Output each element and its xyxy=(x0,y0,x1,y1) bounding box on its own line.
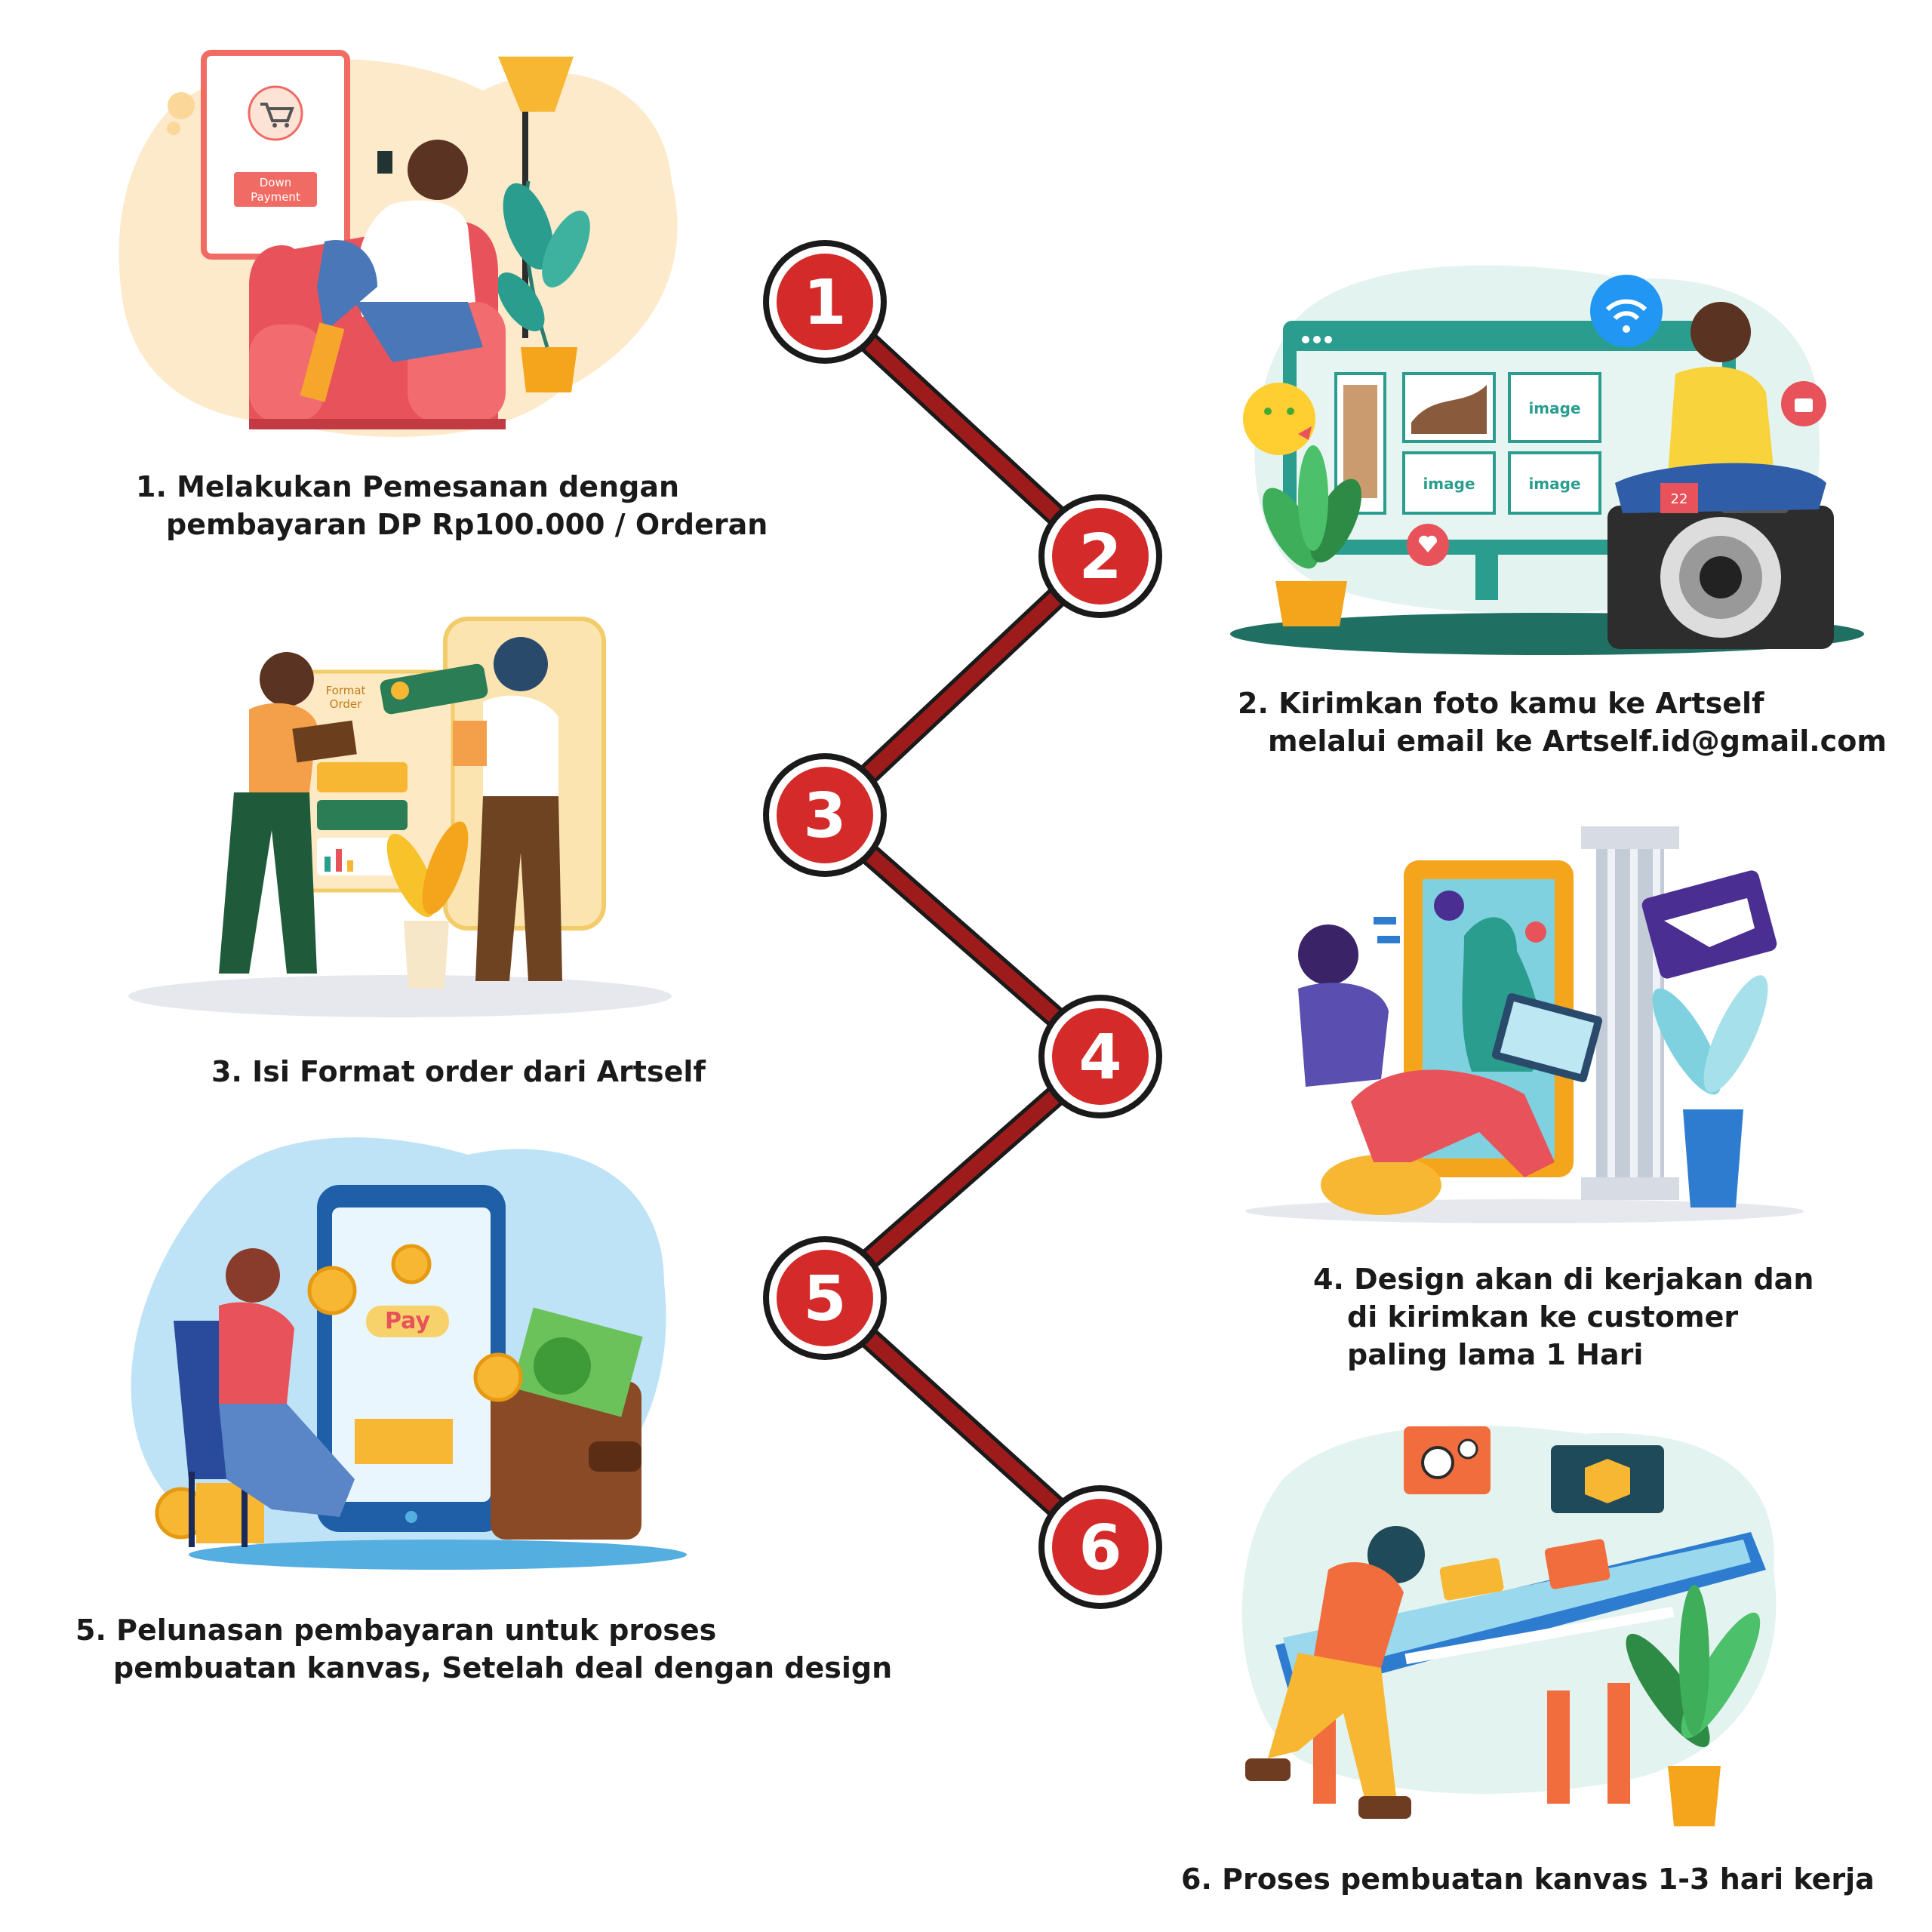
illustration-design xyxy=(1245,826,1804,1223)
step-node-2-number: 2 xyxy=(1078,521,1121,593)
box-icon xyxy=(1585,1459,1630,1503)
format-order-label-1: Format xyxy=(326,684,366,697)
connector-2-3 xyxy=(817,549,1108,823)
step-2-line-1: 2. Kirimkan foto kamu ke Artself xyxy=(1238,687,1764,720)
image-label-3: image xyxy=(1528,475,1580,493)
illustration-order-down-payment: Down Payment xyxy=(118,50,678,438)
down-payment-label-2: Payment xyxy=(251,190,300,204)
step-node-4-number: 4 xyxy=(1078,1022,1121,1094)
step-4-caption: 4. Design akan di kerjakan dan di kirimk… xyxy=(1313,1260,1814,1374)
step-1-line-1: 1. Melakukan Pemesanan dengan xyxy=(136,470,680,503)
cart-icon xyxy=(260,103,294,122)
image-label-2: image xyxy=(1423,475,1475,493)
step-6-line-1: 6. Proses pembuatan kanvas 1-3 hari kerj… xyxy=(1181,1863,1875,1896)
step-node-6-number: 6 xyxy=(1078,1512,1121,1584)
coin-icon-1 xyxy=(307,1266,357,1315)
gear-icon xyxy=(1421,1446,1454,1479)
step-node-1-number: 1 xyxy=(803,267,846,339)
step-5-caption: 5. Pelunasan pembayaran untuk proses pem… xyxy=(75,1611,892,1687)
step-node-5-number: 5 xyxy=(803,1263,846,1335)
step-node-1: 1 xyxy=(763,240,887,364)
wifi-icon xyxy=(1590,275,1663,347)
illustration-payment: Pay xyxy=(131,1137,687,1570)
step-2-caption: 2. Kirimkan foto kamu ke Artself melalui… xyxy=(1238,685,1887,760)
dollar-icon xyxy=(534,1337,591,1395)
step-node-3: 3 xyxy=(763,753,887,877)
step-2-line-2: melalui email ke Artself.id@gmail.com xyxy=(1268,724,1887,758)
step-1-line-2: pembayaran DP Rp100.000 / Orderan xyxy=(166,508,768,541)
pay-label: Pay xyxy=(385,1308,431,1334)
coin-icon-2 xyxy=(391,1244,432,1284)
illustration-canvas-production xyxy=(1241,1425,1777,1826)
image-label-1: image xyxy=(1528,399,1580,417)
illustration-send-photo: image image image xyxy=(1230,265,1864,655)
step-node-6: 6 xyxy=(1038,1485,1162,1609)
connector-5-6 xyxy=(817,1291,1108,1555)
step-1-caption: 1. Melakukan Pemesanan dengan pembayaran… xyxy=(136,468,768,543)
step-node-4: 4 xyxy=(1038,995,1162,1118)
step-4-line-2: di kirimkan ke customer xyxy=(1347,1300,1739,1334)
step-node-5: 5 xyxy=(763,1236,887,1360)
step-node-3-number: 3 xyxy=(803,780,846,852)
step-3-line-1: 3. Isi Format order dari Artself xyxy=(211,1055,706,1088)
step-5-line-1: 5. Pelunasan pembayaran untuk proses xyxy=(75,1614,717,1647)
step-4-line-3: paling lama 1 Hari xyxy=(1347,1338,1644,1371)
kiss-emoji-icon xyxy=(1243,383,1315,455)
calendar-label: 22 xyxy=(1671,491,1688,507)
step-4-line-1: 4. Design akan di kerjakan dan xyxy=(1313,1263,1814,1296)
format-order-label-2: Order xyxy=(330,697,362,711)
connector-1-2 xyxy=(817,294,1108,564)
down-payment-label-1: Down xyxy=(260,176,292,189)
illustration-format-order: Format Order xyxy=(128,617,672,1017)
step-6-caption: 6. Proses pembuatan kanvas 1-3 hari kerj… xyxy=(1181,1860,1875,1898)
step-3-caption: 3. Isi Format order dari Artself xyxy=(211,1053,706,1091)
step-node-2: 2 xyxy=(1038,494,1162,618)
step-5-line-2: pembuatan kanvas, Setelah deal dengan de… xyxy=(113,1651,893,1684)
connectors xyxy=(814,291,1112,1558)
